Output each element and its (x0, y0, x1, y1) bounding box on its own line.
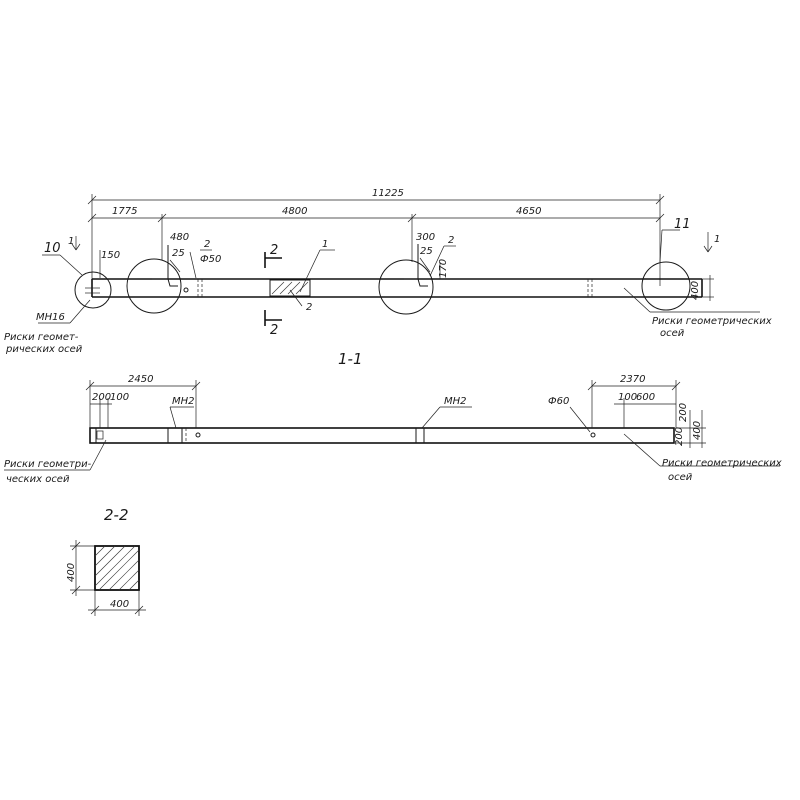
risk-left-line2: рических осей (5, 344, 83, 355)
risk11-left-line2: ческих осей (6, 474, 70, 485)
callout-item-1: 1 (322, 239, 328, 250)
dim-400-v: 400 (692, 421, 703, 440)
section-2-2: 2-2 400 400 (66, 506, 146, 616)
dim-200-v1: 200 (678, 403, 689, 422)
risk-right-line2: осей (660, 328, 685, 339)
dim-150: 150 (101, 250, 120, 261)
dim-left: 1775 (112, 206, 137, 217)
dim-25-left: 25 (172, 248, 185, 259)
dim-mid: 4800 (282, 206, 307, 217)
section-1-1-title: 1-1 (338, 350, 363, 368)
dim-total: 11225 (372, 188, 404, 199)
section-2-2-dim-h: 400 (66, 563, 77, 582)
section-mark-1-left: 1 (68, 236, 74, 247)
risk11-right-line2: осей (668, 472, 693, 483)
dim-170: 170 (438, 259, 449, 278)
callout-11: 11 (674, 217, 691, 232)
callout-2-mid: 2 (448, 235, 454, 246)
dim-2450: 2450 (128, 374, 153, 385)
callout-10: 10 (44, 241, 61, 256)
dim-600-right: 600 (636, 392, 655, 403)
section-2-2-title: 2-2 (104, 506, 129, 524)
dim-100-right: 100 (618, 392, 637, 403)
dim-300: 300 (416, 232, 435, 243)
risk11-right-line1: Риски геометрических (662, 458, 782, 469)
section-cut-2-top: 2 (270, 243, 278, 258)
dim-400-plan: 400 (690, 281, 701, 300)
dim-200-top: 200 (92, 392, 111, 403)
risk-right-line1: Риски геометрических (652, 316, 772, 327)
section-2-2-square (94, 545, 140, 591)
mn16-label: МН16 (36, 312, 65, 323)
risk-left-line1: Риски геомет- (4, 332, 79, 343)
section-cut-2-bottom: 2 (270, 323, 278, 338)
section-1-1: 1-1 2450 200 100 МН2 МН2 Ф60 (4, 350, 782, 485)
hole-phi60: Ф60 (548, 396, 569, 407)
dim-2370: 2370 (620, 374, 645, 385)
section-2-2-dim-w: 400 (110, 599, 129, 610)
mn2-left: МН2 (172, 396, 195, 407)
plan-view: 11225 1775 4800 4650 (4, 188, 772, 355)
hole-phi50: Ф50 (200, 254, 221, 265)
dim-480: 480 (170, 232, 189, 243)
risk11-left-line1: Риски геометри- (4, 459, 92, 470)
dim-25-mid: 25 (420, 246, 433, 257)
dim-200-v2: 200 (674, 427, 685, 446)
dim-right: 4650 (516, 206, 541, 217)
callout-2-left: 2 (204, 239, 210, 250)
section-mark-1-right: 1 (714, 234, 720, 245)
callout-item-2: 2 (306, 302, 312, 313)
mn2-mid: МН2 (444, 396, 467, 407)
dim-100-top: 100 (110, 392, 129, 403)
